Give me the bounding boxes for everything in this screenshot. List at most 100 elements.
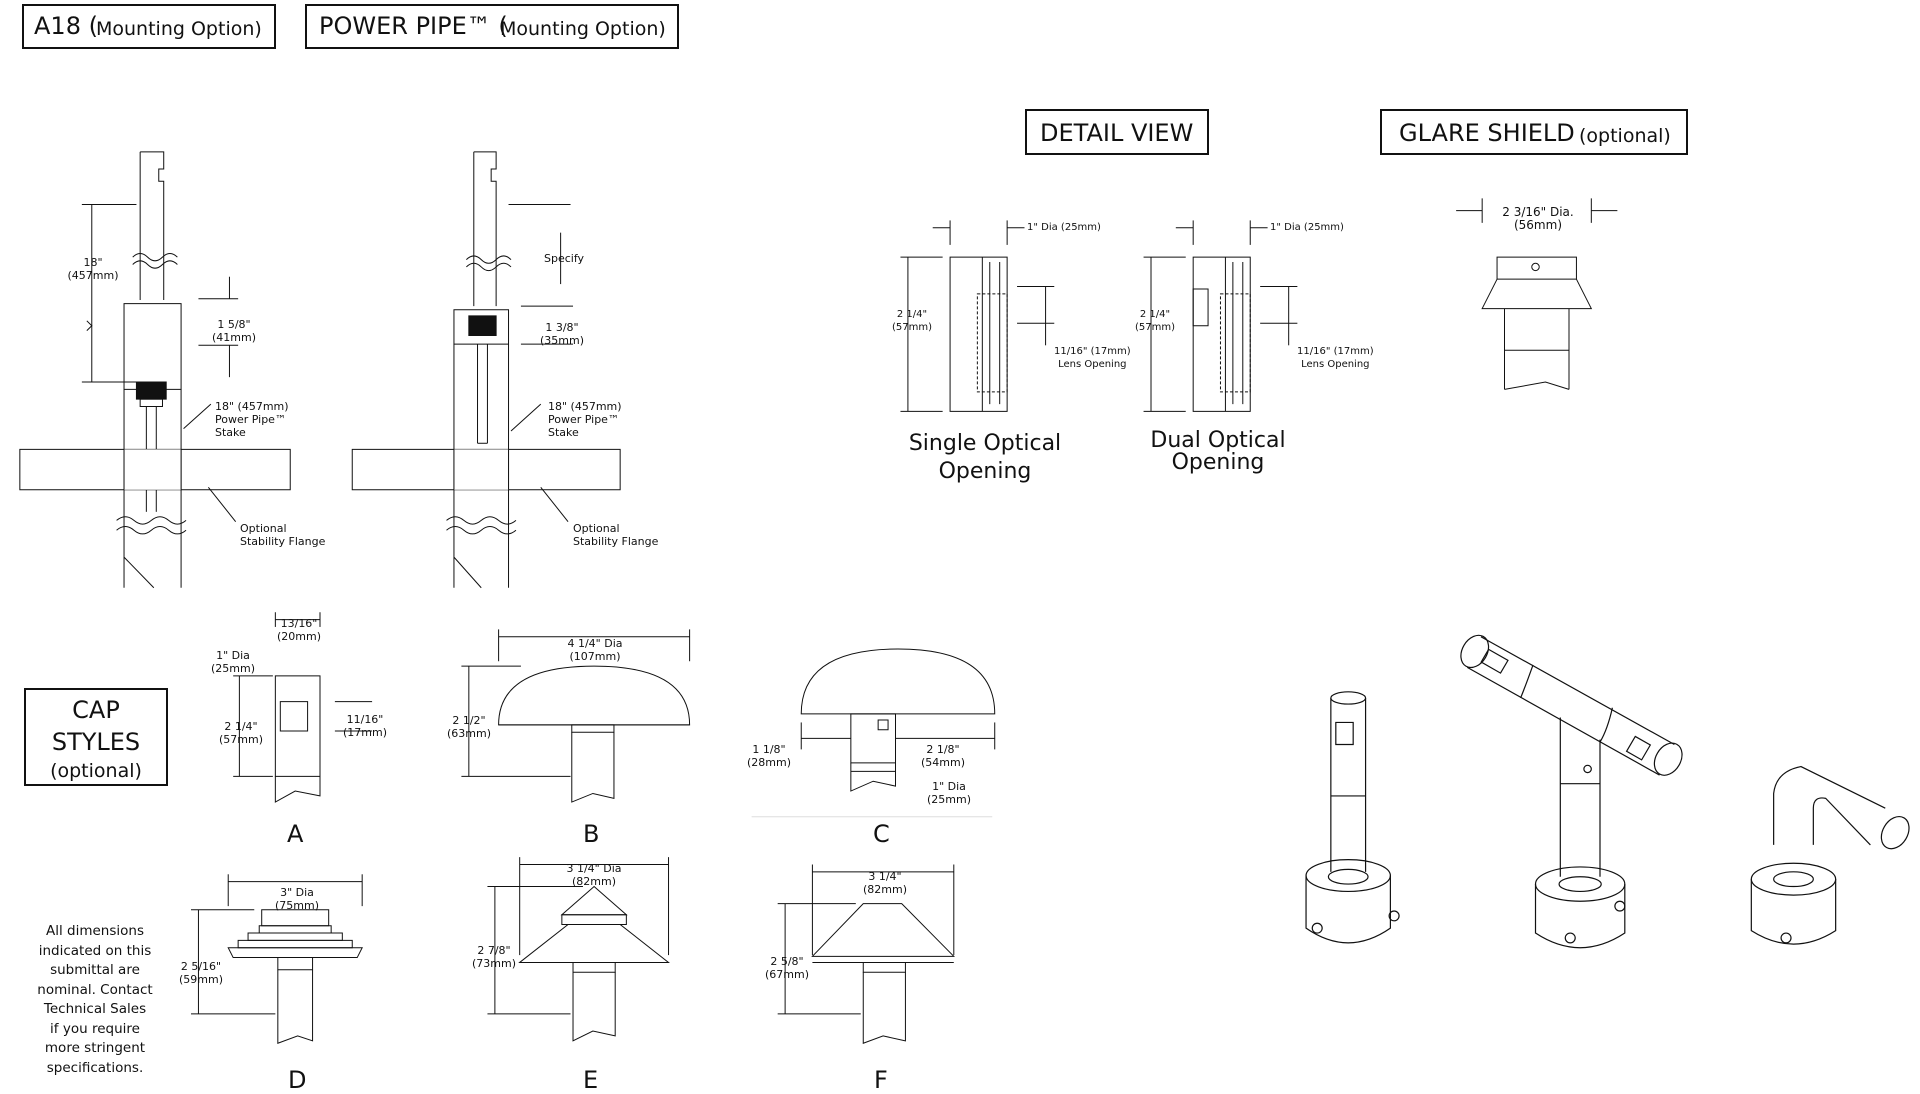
detail-dual-height-mm: (57mm)	[1135, 322, 1176, 333]
fixture-elbow-iso	[1751, 767, 1914, 945]
glare-shield-dia-in: 2 3/16" Dia.	[1502, 205, 1574, 219]
detail-dual-dia-label: 1" Dia (25mm)	[1270, 222, 1344, 233]
cap-a-top-label: 13/16" (20mm)	[274, 617, 324, 643]
detail-view-header: DETAIL VIEW	[1025, 109, 1209, 155]
cap-a-lens-in: 11/16"	[346, 713, 384, 726]
a18-flange-line1: Optional	[240, 522, 287, 535]
note-line: if you require	[50, 1020, 140, 1037]
cap-a-top-in: 13/16"	[280, 617, 318, 630]
detail-dual-height-in: 2 1/4"	[1139, 309, 1171, 320]
note-line: nominal. Contact	[37, 981, 153, 998]
a18-length-label: 18" (457mm)	[62, 256, 124, 282]
cap-a-dia-label: 1" Dia (25mm)	[208, 649, 258, 675]
detail-dual-lens-line2: Lens Opening	[1301, 359, 1370, 370]
cap-d-drawing	[191, 874, 362, 1043]
detail-dual-caption-line1: Dual Optical	[1150, 428, 1286, 453]
detail-single-lens-line2: Lens Opening	[1058, 359, 1127, 370]
power-pipe-mounting-drawing	[352, 152, 620, 588]
cap-a-top-mm: (20mm)	[276, 630, 321, 643]
a18-stake-line1: 18" (457mm)	[215, 400, 289, 413]
cap-a-lens-label: 11/16" (17mm)	[340, 713, 390, 739]
power-pipe-header-option: Mounting Option)	[500, 18, 666, 40]
cap-e-height-label: 2 7/8" (73mm)	[469, 944, 519, 970]
cap-c-left-label: 1 1/8" (28mm)	[744, 743, 794, 769]
glare-shield-header-main: GLARE SHIELD	[1399, 119, 1575, 147]
power-pipe-header: POWER PIPE™ ( Mounting Option)	[305, 4, 679, 49]
power-pipe-flange-line2: Stability Flange	[573, 535, 659, 548]
power-pipe-exposed-label: 1 3/8" (35mm)	[532, 321, 592, 347]
isometric-fixtures	[1306, 630, 1915, 947]
cap-a-height-label: 2 1/4" (57mm)	[216, 720, 266, 746]
cap-f-dia-mm: (82mm)	[862, 883, 907, 896]
cap-b-dia-label: 4 1/4" Dia (107mm)	[560, 637, 630, 663]
cap-styles-line3: (optional)	[50, 760, 142, 782]
glare-shield-drawing	[1456, 198, 1617, 389]
cap-f-height-mm: (67mm)	[764, 968, 809, 981]
a18-mounting-drawing	[20, 152, 290, 588]
detail-single-caption: Single Optical Opening	[900, 430, 1070, 486]
cap-styles-line1: CAP	[72, 696, 120, 724]
cap-c-right-label: 2 1/8" (54mm)	[918, 743, 968, 769]
note-line: more stringent	[44, 1040, 146, 1056]
cap-e-dia-in: 3 1/4" Dia	[566, 862, 622, 875]
detail-view-drawings	[900, 220, 1297, 411]
cap-styles-header: CAP STYLES (optional)	[24, 688, 168, 786]
cap-b-height-in: 2 1/2"	[452, 714, 486, 727]
detail-single-dia-label: 1" Dia (25mm)	[1027, 222, 1101, 233]
power-pipe-stake-label: 18" (457mm) Power Pipe™ Stake	[548, 400, 622, 439]
power-pipe-stake-line1: 18" (457mm)	[548, 400, 622, 413]
cap-a-letter: A	[287, 820, 304, 848]
detail-single-caption-line1: Single Optical	[908, 431, 1062, 456]
cap-f-height-in: 2 5/8"	[770, 955, 804, 968]
detail-dual-lens-line1: 11/16" (17mm)	[1297, 346, 1374, 357]
a18-exposed-in: 1 5/8"	[217, 318, 251, 331]
cap-e-dia-mm: (82mm)	[571, 875, 616, 888]
cap-c-right-mm: (54mm)	[920, 756, 965, 769]
cap-styles-line2: STYLES	[51, 728, 141, 756]
a18-stake-line2: Power Pipe™	[215, 413, 286, 426]
cap-a-height-in: 2 1/4"	[224, 720, 258, 733]
glare-shield-header-option: (optional)	[1579, 125, 1671, 147]
note-line: indicated on this	[38, 942, 152, 959]
cap-b-dia-in: 4 1/4" Dia	[567, 637, 623, 650]
glare-shield-header: GLARE SHIELD (optional)	[1380, 109, 1688, 155]
cap-f-letter: F	[874, 1066, 888, 1094]
a18-flange-label: Optional Stability Flange	[240, 522, 325, 548]
cap-a-lens-mm: (17mm)	[342, 726, 387, 739]
cap-f-dia-label: 3 1/4" (82mm)	[860, 870, 910, 896]
detail-single-lens-label: 11/16" (17mm) Lens Opening	[1054, 345, 1131, 371]
glare-shield-dia-mm: (56mm)	[1513, 218, 1562, 232]
note-line: specifications.	[46, 1059, 144, 1076]
fixture-single-iso	[1306, 692, 1399, 943]
cap-e-height-in: 2 7/8"	[477, 944, 511, 957]
cap-d-height-in: 2 5/16"	[180, 960, 222, 973]
detail-single-height-mm: (57mm)	[892, 322, 933, 333]
cap-a-height-mm: (57mm)	[218, 733, 263, 746]
cap-a-drawing	[233, 612, 372, 802]
detail-view-header-text: DETAIL VIEW	[1040, 119, 1194, 147]
cap-e-dia-label: 3 1/4" Dia (82mm)	[564, 862, 624, 888]
power-pipe-header-main: POWER PIPE™ (	[319, 12, 508, 40]
cap-c-dia-label: 1" Dia (25mm)	[924, 780, 974, 806]
detail-dual-lens-label: 11/16" (17mm) Lens Opening	[1297, 345, 1374, 371]
power-pipe-exposed-mm: (35mm)	[539, 334, 584, 347]
fixture-tee-iso	[1455, 630, 1687, 947]
detail-single-caption-line2: Opening	[938, 459, 1032, 484]
power-pipe-stake-line3: Stake	[548, 426, 579, 439]
detail-dual-height-label: 2 1/4" (57mm)	[1135, 308, 1175, 334]
a18-exposed-label: 1 5/8" (41mm)	[204, 318, 264, 344]
a18-length-in: 18"	[83, 256, 103, 269]
power-pipe-exposed-in: 1 3/8"	[545, 321, 579, 334]
cap-c-dia-mm: (25mm)	[926, 793, 971, 806]
dimensions-note: All dimensions indicated on this submitt…	[30, 922, 160, 1078]
cap-e-drawing	[487, 857, 668, 1041]
cap-d-dia-in: 3" Dia	[280, 886, 314, 899]
cap-b-height-label: 2 1/2" (63mm)	[444, 714, 494, 740]
cap-a-dia-in: 1" Dia	[216, 649, 250, 662]
note-line: All dimensions	[46, 923, 144, 939]
cap-c-right-in: 2 1/8"	[926, 743, 960, 756]
cap-d-letter: D	[288, 1066, 307, 1094]
a18-stake-line3: Stake	[215, 426, 246, 439]
cap-b-drawing	[461, 629, 689, 802]
detail-dual-caption: Dual Optical Opening	[1133, 430, 1303, 474]
